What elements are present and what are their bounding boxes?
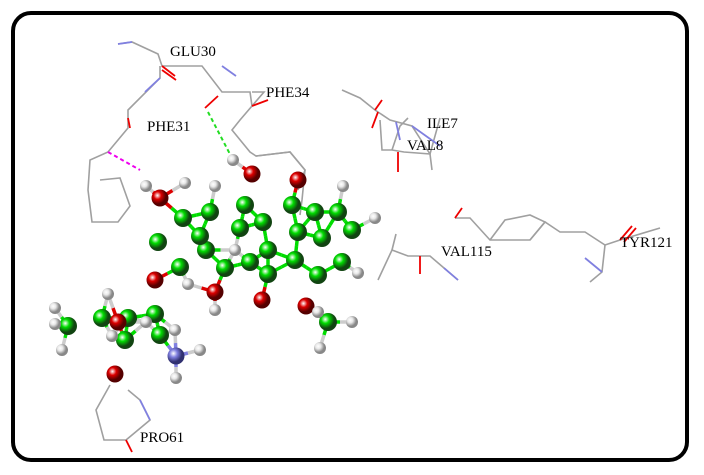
hydrogen-bond <box>207 111 233 159</box>
hydrogen-atom <box>337 180 349 192</box>
carbon-atom <box>254 213 272 231</box>
ligand-bonds <box>53 158 376 378</box>
carbon-atom <box>313 229 331 247</box>
carbon-atom <box>197 241 215 259</box>
label-val115: VAL115 <box>441 244 492 260</box>
carbon-atom <box>216 259 234 277</box>
hydrogen-atom <box>314 342 326 354</box>
oxygen-atom <box>106 365 124 383</box>
phe31-chain <box>87 66 161 223</box>
label-val8: VAL8 <box>407 138 443 154</box>
carbon-atom <box>329 203 347 221</box>
label-pro61: PRO61 <box>140 430 184 446</box>
oxygen-atom <box>253 291 271 309</box>
hydrogen-atom <box>140 180 152 192</box>
carbon-atom <box>286 251 304 269</box>
hydrogen-atom <box>227 154 239 166</box>
ligand-atoms <box>49 154 381 384</box>
hydrogen-atom <box>49 302 61 314</box>
carbon-atom <box>343 221 361 239</box>
val115-branch <box>391 233 397 251</box>
oxygen-atom <box>243 165 261 183</box>
viewer-frame <box>11 11 689 462</box>
oxygen-atom <box>109 313 127 331</box>
carbon-atom <box>59 317 77 335</box>
hydrogen-atom <box>102 288 114 300</box>
glu30-backbone <box>117 41 253 107</box>
oxygen-atom <box>206 283 224 301</box>
carbon-atom <box>191 227 209 245</box>
hydrogen-atom <box>170 372 182 384</box>
hydrogen-atom <box>369 212 381 224</box>
hydrogen-atom <box>179 177 191 189</box>
oxygen-atom <box>289 171 307 189</box>
hydrogen-atom <box>140 316 152 328</box>
hydrogen-atom <box>49 318 61 330</box>
carbon-atom <box>151 326 169 344</box>
hydrogen-atom <box>182 278 194 290</box>
hydrogen-atom <box>312 306 324 318</box>
hydrogen-atom <box>352 267 364 279</box>
carbon-atom <box>174 209 192 227</box>
label-phe34: PHE34 <box>266 85 310 101</box>
label-ile7: ILE7 <box>427 116 458 132</box>
hydrogen-atom <box>346 316 358 328</box>
hydrogen-atom <box>209 180 221 192</box>
val8-branch <box>391 117 409 151</box>
carbon-atom <box>149 233 167 251</box>
carbon-atom <box>171 258 189 276</box>
carbon-atom <box>241 253 259 271</box>
carbon-atom <box>283 196 301 214</box>
val8-chain <box>379 119 433 171</box>
pi-interaction <box>107 151 141 171</box>
carbon-atom <box>306 203 324 221</box>
carbon-atom <box>309 266 327 284</box>
nitrogen-atom <box>167 347 185 365</box>
carbon-atom <box>93 309 111 327</box>
carbon-atom <box>259 241 277 259</box>
hydrogen-atom <box>194 344 206 356</box>
tyr121-chain <box>455 217 661 246</box>
carbon-atom <box>333 253 351 271</box>
hydrogen-atom <box>106 330 118 342</box>
tyr121-ring <box>489 214 547 241</box>
hydrogen-atom <box>229 244 241 256</box>
label-glu30: GLU30 <box>170 44 216 60</box>
carbon-atom <box>231 219 249 237</box>
carbon-atom <box>116 331 134 349</box>
oxygen-atom <box>151 189 169 207</box>
label-phe31: PHE31 <box>147 119 190 135</box>
oxygen-atom <box>146 271 164 289</box>
label-tyr121: TYR121 <box>620 235 673 251</box>
hydrogen-atom <box>209 304 221 316</box>
carbon-atom <box>259 265 277 283</box>
carbon-atom <box>319 313 337 331</box>
hydrogen-atom <box>56 344 68 356</box>
carbon-atom <box>289 223 307 241</box>
oxygen-atom <box>297 297 315 315</box>
hydrogen-atom <box>169 324 181 336</box>
carbon-atom <box>236 196 254 214</box>
carbon-atom <box>201 203 219 221</box>
